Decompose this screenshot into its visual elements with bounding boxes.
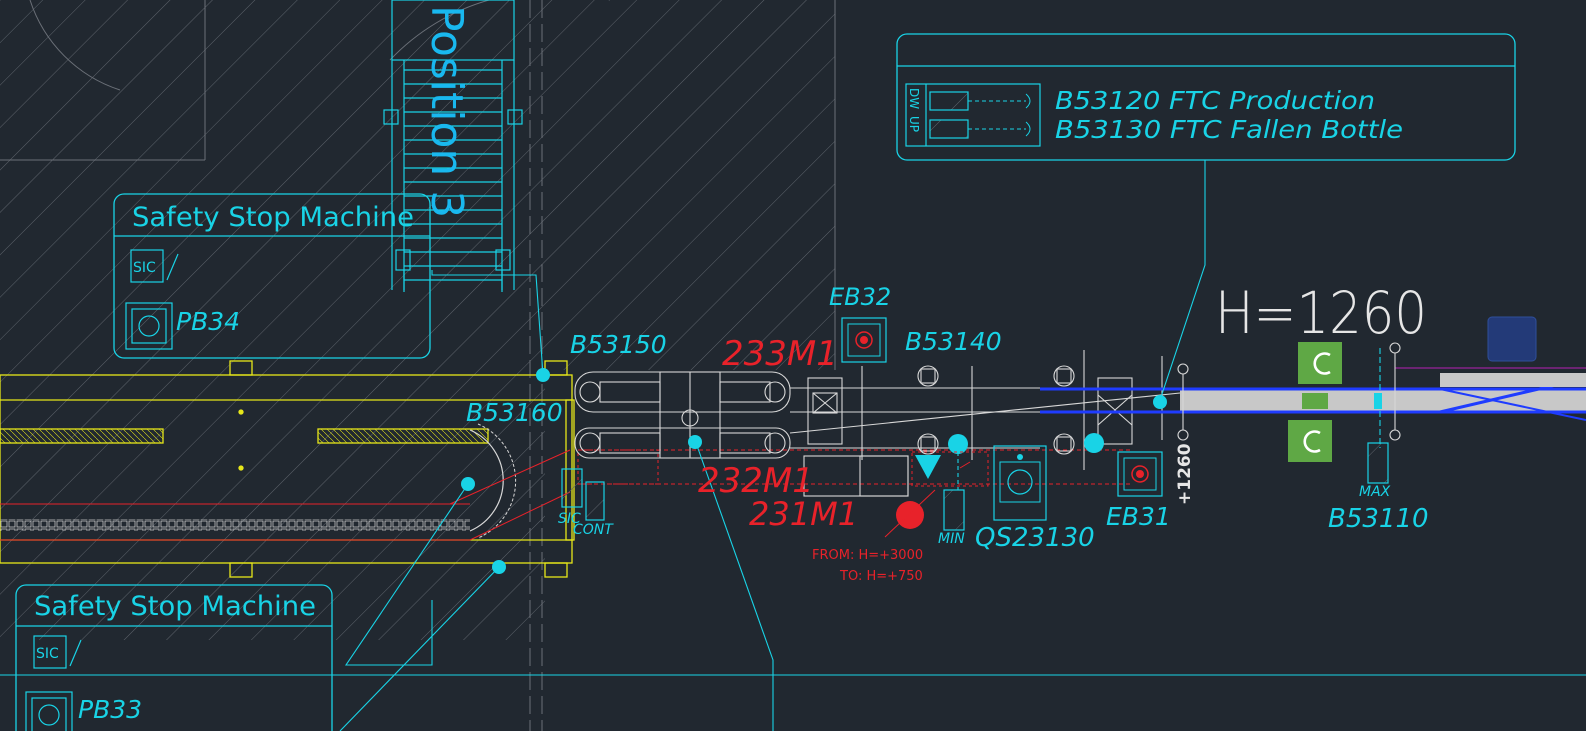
safety-stop-box-top[interactable]: Safety Stop Machine SIC PB34 <box>113 193 431 359</box>
sensor-dot-bottom <box>492 560 506 574</box>
label-231m1: 231M1 <box>749 495 858 533</box>
safety-stop-box-bottom[interactable]: Safety Stop Machine SIC PB33 <box>15 584 333 731</box>
ftc-legend-box[interactable]: DW UP B53120 FTC Production B53130 FTC F… <box>896 33 1516 161</box>
legend-line-2: B53130 FTC Fallen Bottle <box>1055 115 1403 144</box>
label-max: MAX <box>1359 484 1391 500</box>
pb34-label: PB34 <box>176 307 240 336</box>
label-233m1: 233M1 <box>722 334 838 374</box>
eb31-button-icon <box>1131 465 1149 483</box>
sensor-dot-right <box>1084 433 1104 453</box>
sensor-dot-infeed <box>461 477 475 491</box>
eb32-button-icon <box>855 331 873 349</box>
label-eb32: EB32 <box>829 283 891 311</box>
sensor-dot-b53150 <box>536 368 550 382</box>
legend-tag-up: UP <box>907 116 921 132</box>
label-b53150: B53150 <box>570 330 667 359</box>
motor-symbols <box>884 451 989 538</box>
level-sensors <box>561 442 1389 531</box>
pb33-label: PB33 <box>78 695 142 724</box>
sic-icon-bottom <box>33 635 67 669</box>
label-232m1: 232M1 <box>698 461 814 501</box>
motor-labels: 233M1 232M1 231M1 <box>698 334 858 533</box>
label-min: MIN <box>938 531 965 547</box>
label-sic: SIC <box>558 511 581 527</box>
label-b53160: B53160 <box>466 398 563 427</box>
label-b53110: B53110 <box>1328 504 1429 534</box>
label-qs23130: QS23130 <box>975 523 1095 553</box>
outfeed-belt <box>1040 367 1586 421</box>
label-cont: CONT <box>573 522 614 538</box>
rotation-marker-top[interactable] <box>1298 342 1342 384</box>
sic-label-bottom: SIC <box>36 646 59 662</box>
position-label: Position 3 <box>421 5 472 218</box>
sic-label-top: SIC <box>133 260 156 276</box>
sensor-labels: B53150 B53160 EB32 B53140 EB31 QS23130 B… <box>466 283 1429 553</box>
rotation-marker-bottom[interactable] <box>1288 420 1332 462</box>
sic-icon-top <box>130 249 164 283</box>
eb32-box[interactable] <box>841 317 887 363</box>
ladder-structure <box>383 0 523 292</box>
transfer-conveyor <box>574 350 1181 497</box>
safety-stop-title-bottom: Safety Stop Machine <box>34 591 316 622</box>
safety-stop-title-top: Safety Stop Machine <box>132 202 414 233</box>
to-height-label: TO: H=+750 <box>839 569 923 584</box>
document-icon[interactable] <box>1487 316 1537 362</box>
height-label: H=1260 <box>1215 279 1427 347</box>
emergency-button-icon-top <box>125 302 173 350</box>
qs23130-box[interactable] <box>993 445 1047 521</box>
sensor-dot-b53140 <box>948 434 968 454</box>
legend-line-1: B53120 FTC Production <box>1055 86 1375 115</box>
belt-end-markers <box>1177 342 1401 448</box>
sensor-dot-b53160 <box>688 435 702 449</box>
label-b53140: B53140 <box>905 327 1002 356</box>
eb31-box[interactable] <box>1117 451 1163 497</box>
from-height-label: FROM: H=+3000 <box>812 548 923 563</box>
label-eb31: EB31 <box>1106 502 1171 531</box>
red-status-dot <box>896 501 924 529</box>
hatched-floor-area <box>0 0 836 731</box>
ftc-sensor-icon-1 <box>929 91 969 111</box>
height-dimension-label: +1260 <box>1175 443 1195 505</box>
sensor-dots[interactable] <box>461 368 1167 574</box>
legend-tag-dw: DW <box>907 88 921 109</box>
red-transfer-zone <box>0 449 1130 541</box>
isolator-switch-icon <box>1007 469 1033 495</box>
ftc-sensor-icon-2 <box>929 119 969 139</box>
sensor-dot-belt <box>1153 395 1167 409</box>
emergency-button-icon-bottom <box>25 691 73 731</box>
